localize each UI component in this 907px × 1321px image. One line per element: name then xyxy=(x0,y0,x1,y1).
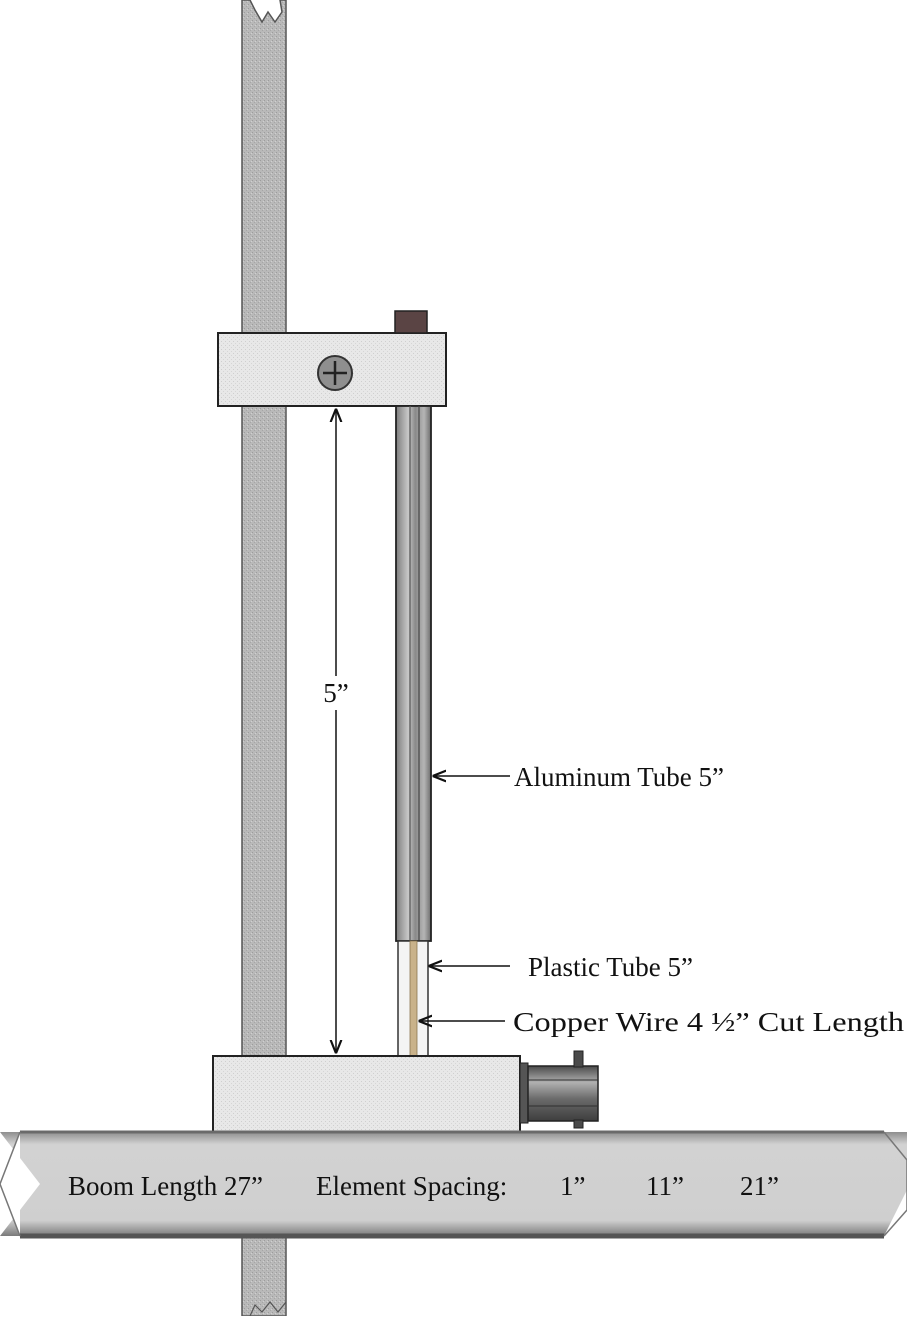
element-spacing-value: 11” xyxy=(646,1171,684,1201)
copper-wire xyxy=(409,940,418,1057)
boom-length-label: Boom Length 27” xyxy=(68,1171,263,1201)
bnc-connector-icon xyxy=(519,1050,599,1129)
copper-wire-label: Copper Wire 4 ½” Cut Length xyxy=(513,1007,905,1037)
element-spacing-value: 1” xyxy=(560,1171,585,1201)
boom xyxy=(0,1132,907,1236)
base-block xyxy=(212,1055,521,1133)
element-spacing-value: 21” xyxy=(740,1171,779,1201)
element-spacing-label: Element Spacing: xyxy=(316,1171,507,1201)
tube-cap xyxy=(394,310,428,334)
clamp-screw-icon xyxy=(317,355,353,391)
aluminum-tube xyxy=(395,405,432,942)
mast-clamp xyxy=(217,332,447,407)
aluminum-tube-label: Aluminum Tube 5” xyxy=(514,762,724,792)
plastic-tube-label: Plastic Tube 5” xyxy=(528,952,693,982)
height-dimension-label: 5” xyxy=(323,678,348,708)
